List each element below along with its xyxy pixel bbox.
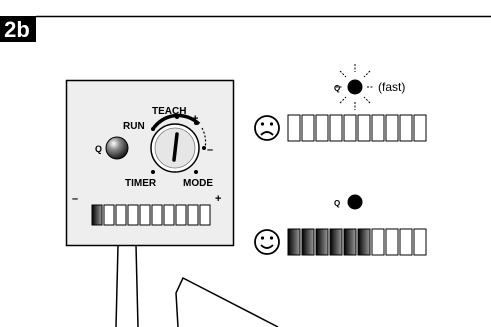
bar-segment-empty	[103, 204, 115, 226]
bar-segment-empty	[301, 114, 315, 142]
bar-segment-empty	[187, 204, 199, 226]
bar-segment-empty	[399, 228, 413, 256]
scale-plus-label: +	[215, 193, 221, 205]
dial-label-timer: TIMER	[125, 178, 157, 189]
bar-segment-empty	[329, 114, 343, 142]
bad-signal-bar	[287, 114, 427, 142]
led-dot	[347, 79, 363, 95]
bar-segment-empty	[199, 204, 211, 226]
bar-segment-filled	[315, 228, 329, 256]
bar-segment-filled	[287, 228, 301, 256]
dial-label-minus: –	[207, 144, 213, 156]
led-on	[347, 194, 363, 210]
bar-segment-filled	[343, 228, 357, 256]
bar-segment-empty	[371, 228, 385, 256]
dial-tick	[202, 146, 206, 150]
mode-dial[interactable]	[150, 113, 207, 174]
figure-label: 2b	[4, 17, 30, 42]
bar-segment-empty	[115, 204, 127, 226]
dial-label-plus: +	[192, 113, 198, 125]
q-button-label: Q	[95, 144, 102, 154]
device-cable	[115, 245, 139, 327]
dial-tick	[151, 170, 155, 174]
bar-segment-filled	[91, 204, 103, 226]
teach-object-outline	[175, 276, 279, 327]
bar-segment-empty	[163, 204, 175, 226]
dial-arc-right	[201, 127, 207, 149]
bar-segment-empty	[343, 114, 357, 142]
figure-label-box	[0, 16, 36, 42]
dial-tick	[151, 127, 155, 131]
bar-segment-empty	[371, 114, 385, 142]
dial-pointer	[172, 132, 179, 162]
bar-segment-empty	[399, 114, 413, 142]
fast-note: (fast)	[378, 80, 405, 94]
dial-tick	[194, 170, 198, 174]
bar-segment-empty	[385, 114, 399, 142]
bar-segment-empty	[139, 204, 151, 226]
sad-face-icon	[254, 115, 280, 141]
bar-segment-empty	[151, 204, 163, 226]
dial-tick	[175, 115, 179, 119]
q-button[interactable]	[105, 136, 129, 160]
led-blinking	[336, 64, 374, 110]
dial-label-mode: MODE	[183, 178, 213, 189]
device-signal-bar	[91, 204, 211, 226]
bar-segment-filled	[357, 228, 371, 256]
dial-label-run: RUN	[123, 121, 145, 132]
scale-minus-label: –	[72, 193, 78, 205]
led-letter-bad: Q	[334, 84, 340, 93]
bar-segment-empty	[385, 228, 399, 256]
good-signal-bar	[287, 228, 427, 256]
happy-face-icon	[254, 229, 280, 255]
bar-segment-filled	[301, 228, 315, 256]
bar-segment-empty	[315, 114, 329, 142]
bar-segment-empty	[357, 114, 371, 142]
dial-tick	[194, 121, 198, 125]
bar-segment-filled	[329, 228, 343, 256]
bar-segment-empty	[127, 204, 139, 226]
bar-segment-empty	[413, 228, 427, 256]
dial-arc	[151, 113, 201, 131]
dial-label-teach: TEACH	[152, 106, 186, 117]
bar-segment-empty	[175, 204, 187, 226]
bar-segment-empty	[287, 114, 301, 142]
bar-segment-empty	[413, 114, 427, 142]
led-letter-good: Q	[334, 199, 340, 208]
